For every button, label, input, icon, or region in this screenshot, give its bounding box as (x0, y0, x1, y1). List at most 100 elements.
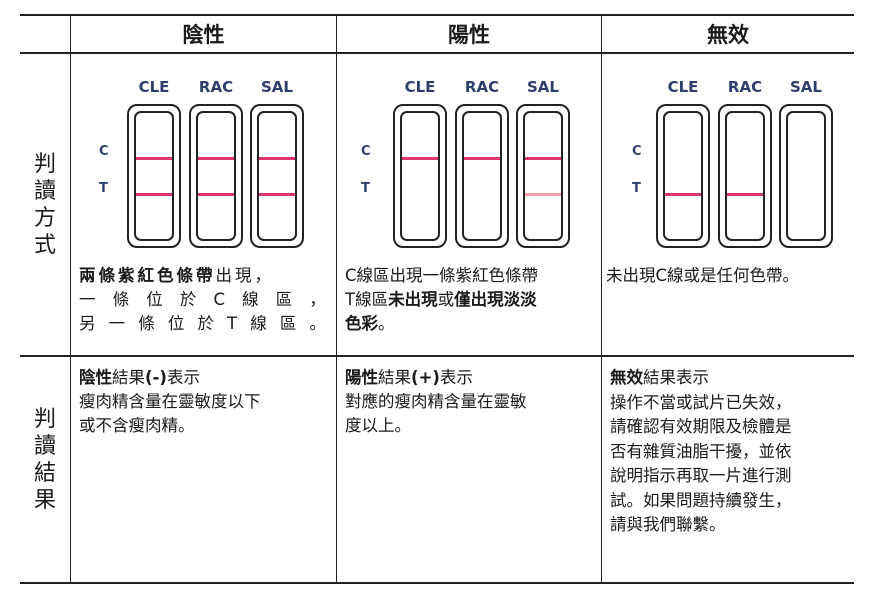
result-invalid-line: 操作不當或試片已失效， (610, 392, 792, 412)
test-strip-sal (779, 104, 833, 248)
strip-label-sal: SAL (790, 78, 822, 96)
method-positive-l2a: T線區 (345, 290, 389, 309)
method-negative-char: 線 (242, 290, 259, 309)
strip-label-rac: RAC (464, 78, 500, 96)
c-line-label: C (632, 144, 642, 159)
row-label-char: 式 (33, 232, 56, 258)
method-negative-char: 一 (108, 314, 126, 333)
row-label-char: 讀 (33, 178, 56, 204)
result-invalid-line: 請確認有效期限及檢體是 (610, 417, 792, 436)
table-border-top (20, 14, 854, 16)
strips-negative: CLE RAC SAL C T (71, 54, 336, 264)
method-negative-char: 於 (179, 290, 197, 309)
result-negative-title-bold: 陰性 (79, 368, 112, 387)
row-label-method: 判 讀 方 式 (20, 54, 70, 355)
header-positive: 陽性 (448, 23, 490, 47)
result-invalid-line: 否有雜質油脂干擾，並依 (610, 441, 792, 461)
result-negative-sign: (-) (145, 368, 167, 387)
strips-invalid: CLE RAC SAL C T (602, 54, 854, 264)
strip-label-cle: CLE (404, 78, 436, 96)
method-negative-bold: 兩條紫紅色條帶 (79, 266, 216, 285)
result-invalid-line: 說明指示再取一片進行測 (610, 466, 792, 485)
method-negative-char: ， (309, 290, 326, 309)
test-strip-rac (718, 104, 772, 248)
column-divider-1 (70, 14, 71, 584)
method-negative-char: 位 (167, 314, 185, 333)
result-text-invalid: 無效結果表示 操作不當或試片已失效， 請確認有效期限及檢體是 否有雜質油脂干擾，… (602, 366, 854, 538)
method-negative-char: 條 (138, 314, 155, 333)
c-band (525, 157, 561, 160)
result-positive-title-bold: 陽性 (345, 368, 378, 387)
test-strip-rac (189, 104, 243, 248)
method-positive-l3-rest: 。 (378, 314, 395, 333)
t-band (198, 193, 234, 196)
method-negative-char: 位 (146, 290, 163, 309)
test-strip-cle (127, 104, 181, 248)
result-negative-line: 瘦肉精含量在靈敏度以下 (79, 392, 261, 411)
column-divider-2 (336, 14, 337, 584)
strip-label-cle: CLE (667, 78, 699, 96)
table-border-bottom (20, 582, 854, 584)
method-negative-char: 。 (309, 314, 326, 333)
c-band (198, 157, 234, 160)
column-divider-3 (601, 14, 602, 584)
result-positive-title-b: 表示 (439, 368, 473, 387)
result-text-positive: 陽性結果(+)表示 對應的瘦肉精含量在靈敏 度以上。 (337, 366, 601, 438)
c-band (136, 157, 172, 160)
test-strip-cle (656, 104, 710, 248)
row-label-char: 結 (33, 460, 56, 486)
row-label-char: 方 (33, 205, 56, 231)
header-negative: 陰性 (182, 23, 225, 47)
method-positive-l2b: 未出現 (388, 290, 438, 309)
result-negative-title: 結果 (112, 368, 145, 387)
method-positive-l2d: 僅出現淡淡 (454, 290, 537, 309)
t-band (259, 193, 295, 196)
strip-label-sal: SAL (527, 78, 559, 96)
strip-label-rac: RAC (727, 78, 763, 96)
method-negative-char: 於 (197, 314, 214, 333)
method-negative-char: T (227, 314, 238, 333)
method-negative-char: 條 (112, 290, 130, 309)
method-text-invalid: 未出現C線或是任何色帶。 (602, 264, 854, 288)
c-band (402, 157, 438, 160)
c-line-label: C (361, 144, 371, 159)
test-strip-cle (393, 104, 447, 248)
method-positive-l3: 色彩 (345, 314, 378, 333)
result-positive-line: 對應的瘦肉精含量在靈敏 (345, 392, 527, 411)
header-divider (20, 52, 854, 54)
result-invalid-title: 結果表示 (643, 368, 709, 387)
method-text-negative: 兩條紫紅色條帶出現， 一 條 位 於 C 線 區 ， 另 一 條 位 於 T 線… (71, 264, 336, 336)
c-band (464, 157, 500, 160)
t-line-label: T (99, 181, 108, 196)
method-negative-char: 區 (279, 314, 297, 333)
row-label-result: 判 讀 結 果 (20, 357, 70, 582)
c-line-label: C (99, 144, 109, 159)
strips-positive: CLE RAC SAL C T (337, 54, 601, 264)
method-negative-char: C (213, 290, 226, 309)
method-positive-l1: C線區出現一條紫紅色條帶 (345, 266, 539, 285)
test-strip-sal (250, 104, 304, 248)
strip-label-rac: RAC (198, 78, 234, 96)
row-label-char: 判 (33, 406, 56, 432)
method-negative-char: 區 (275, 290, 293, 309)
method-negative-char: 另 (79, 314, 96, 333)
c-band (259, 157, 295, 160)
result-negative-line: 或不含瘦肉精。 (79, 416, 195, 435)
result-positive-sign: (+) (411, 368, 440, 387)
row-label-char: 判 (33, 151, 56, 177)
method-negative-l1: 出現， (215, 266, 274, 285)
t-band-faint (525, 193, 561, 196)
method-negative-char: 線 (250, 314, 267, 333)
t-band (727, 193, 763, 196)
result-table: 陰性 陽性 無效 判 讀 方 式 判 讀 結 果 CLE RAC SAL C T (20, 14, 854, 584)
t-band (665, 193, 701, 196)
result-positive-title: 結果 (378, 368, 411, 387)
result-positive-line: 度以上。 (345, 416, 411, 435)
t-band (136, 193, 172, 196)
strip-label-sal: SAL (261, 78, 293, 96)
header-invalid: 無效 (707, 23, 749, 47)
t-line-label: T (361, 181, 370, 196)
test-strip-rac (455, 104, 509, 248)
row-divider (20, 355, 854, 357)
t-line-label: T (632, 181, 641, 196)
